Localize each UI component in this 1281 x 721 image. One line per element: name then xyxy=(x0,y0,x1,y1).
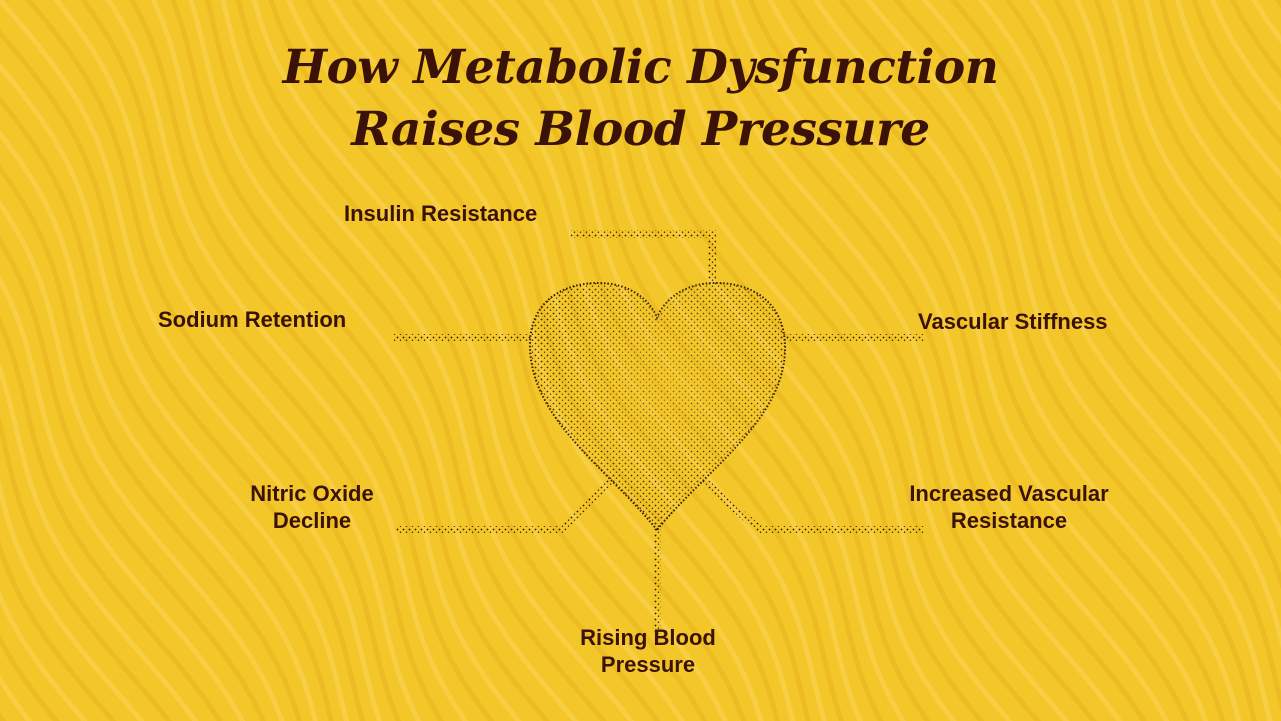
label-increased-resistance-line-2: Resistance xyxy=(893,507,1125,534)
label-sodium-retention: Sodium Retention xyxy=(158,306,346,333)
label-rising-blood-pressure: Rising Blood Pressure xyxy=(560,624,736,678)
label-increased-vascular-resistance: Increased Vascular Resistance xyxy=(893,480,1125,534)
label-vascular-stiffness: Vascular Stiffness xyxy=(918,308,1108,335)
label-rising-bp-line-1: Rising Blood xyxy=(560,624,736,651)
label-nitric-oxide-line-1: Nitric Oxide xyxy=(232,480,392,507)
connector-nitric-oxide xyxy=(400,475,615,530)
label-insulin-resistance: Insulin Resistance xyxy=(344,200,537,227)
connector-insulin xyxy=(575,234,712,288)
label-nitric-oxide-line-2: Decline xyxy=(232,507,392,534)
label-increased-resistance-line-1: Increased Vascular xyxy=(893,480,1125,507)
stippled-heart-icon xyxy=(530,283,785,530)
label-nitric-oxide-decline: Nitric Oxide Decline xyxy=(232,480,392,534)
label-rising-bp-line-2: Pressure xyxy=(560,651,736,678)
connector-increased-resistance xyxy=(700,478,920,530)
